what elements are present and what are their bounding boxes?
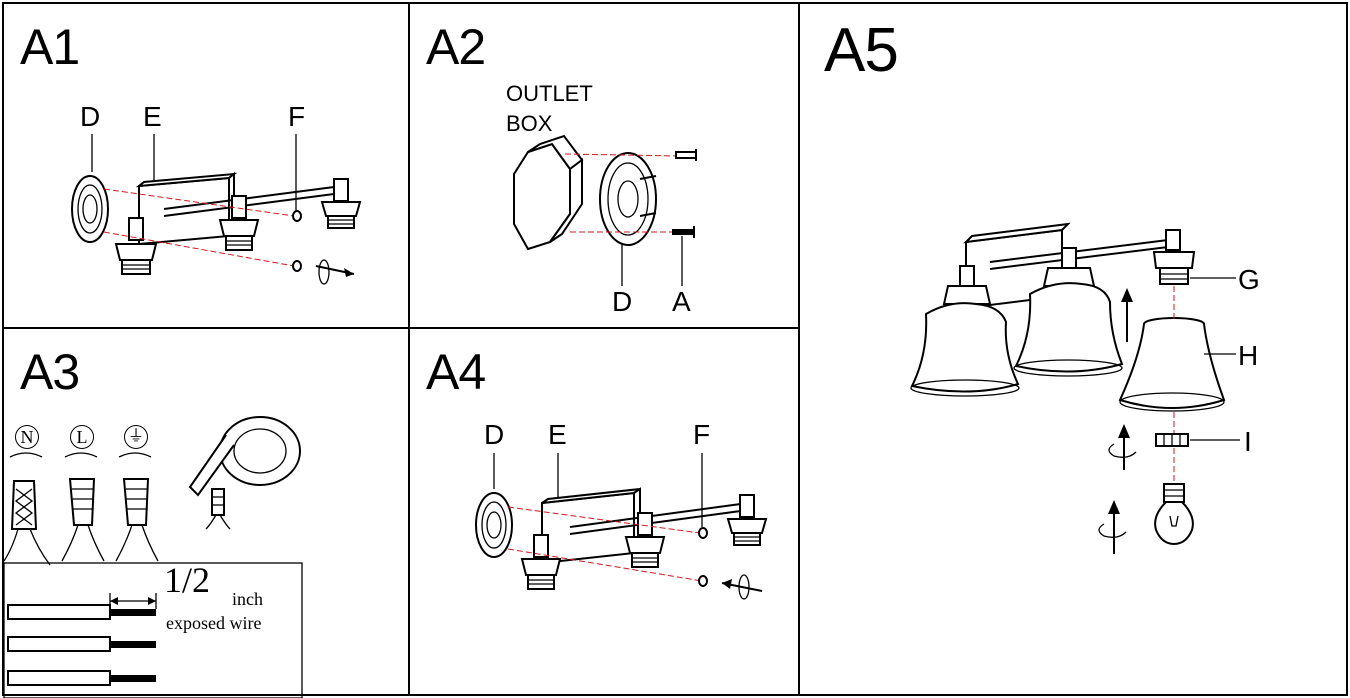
fixture-mount-diagram <box>71 134 362 285</box>
socket-middle <box>624 512 666 568</box>
stripped-wire-3 <box>7 670 156 686</box>
label-d: D <box>612 286 633 317</box>
panel-title-a3: A3 <box>20 344 80 400</box>
electrical-tape-icon <box>188 416 301 497</box>
wire-nut-live <box>61 478 105 562</box>
mounting-plate <box>475 492 513 558</box>
mounting-plate <box>599 152 657 246</box>
stripped-wire-2 <box>7 636 156 652</box>
outlet-box <box>513 134 584 251</box>
fixture-attach-diagram <box>475 453 768 600</box>
mounting-plate <box>71 175 109 243</box>
panel-a1: A1 D E F <box>2 2 410 329</box>
panel-title-a5: A5 <box>824 16 899 85</box>
label-i: I <box>1244 426 1252 457</box>
shade-h <box>1118 317 1226 412</box>
label-d: D <box>484 419 505 450</box>
stripped-wire-1 <box>7 604 156 620</box>
shade-assembly-diagram <box>910 222 1240 554</box>
panel-title-a4: A4 <box>426 344 486 400</box>
panel-a4: A4 D E F <box>408 327 800 696</box>
strip-length-unit: inch <box>232 589 263 609</box>
live-symbol: L <box>70 425 94 449</box>
earth-symbol: ⏚ <box>124 425 148 449</box>
socket-middle <box>218 195 260 251</box>
label-f: F <box>288 101 306 132</box>
label-e: E <box>548 419 567 450</box>
label-e: E <box>143 101 162 132</box>
socket-left <box>520 534 562 590</box>
screw-top <box>675 149 697 161</box>
wiring-diagram <box>3 416 303 698</box>
label-f: F <box>693 419 711 450</box>
twisted-wire-neutral <box>3 480 51 566</box>
strip-length-fraction: 1/2 <box>164 560 211 600</box>
panel-title-a2: A2 <box>426 19 486 75</box>
panel-title-a1: A1 <box>20 19 80 75</box>
outlet-box-label-line2: BOX <box>506 111 553 136</box>
neutral-symbol: N <box>15 425 39 449</box>
outlet-box-diagram <box>513 134 697 286</box>
socket-g <box>1152 229 1196 285</box>
socket-right <box>726 494 768 546</box>
panel-a3: A3 N L ⏚ 1/2 inch exposed wire <box>2 327 410 698</box>
light-bulb <box>1154 483 1194 546</box>
socket-left <box>114 217 158 275</box>
panel-a5: A5 G H I <box>798 2 1348 696</box>
shade-middle <box>1013 247 1124 377</box>
ring-nut <box>1155 433 1189 447</box>
socket-right <box>320 178 362 229</box>
label-h: H <box>1238 340 1259 371</box>
exposed-wire-caption: exposed wire <box>166 613 262 633</box>
label-a: A <box>672 286 691 317</box>
taped-wire <box>205 488 231 530</box>
panel-a2: A2 OUTLET BOX D A <box>408 2 800 329</box>
label-d: D <box>80 101 101 132</box>
screw-bottom <box>672 226 695 238</box>
label-g: G <box>1238 264 1260 295</box>
wire-nut-earth <box>115 478 159 562</box>
outlet-box-label-line1: OUTLET <box>506 81 593 106</box>
shade-left <box>910 265 1020 397</box>
